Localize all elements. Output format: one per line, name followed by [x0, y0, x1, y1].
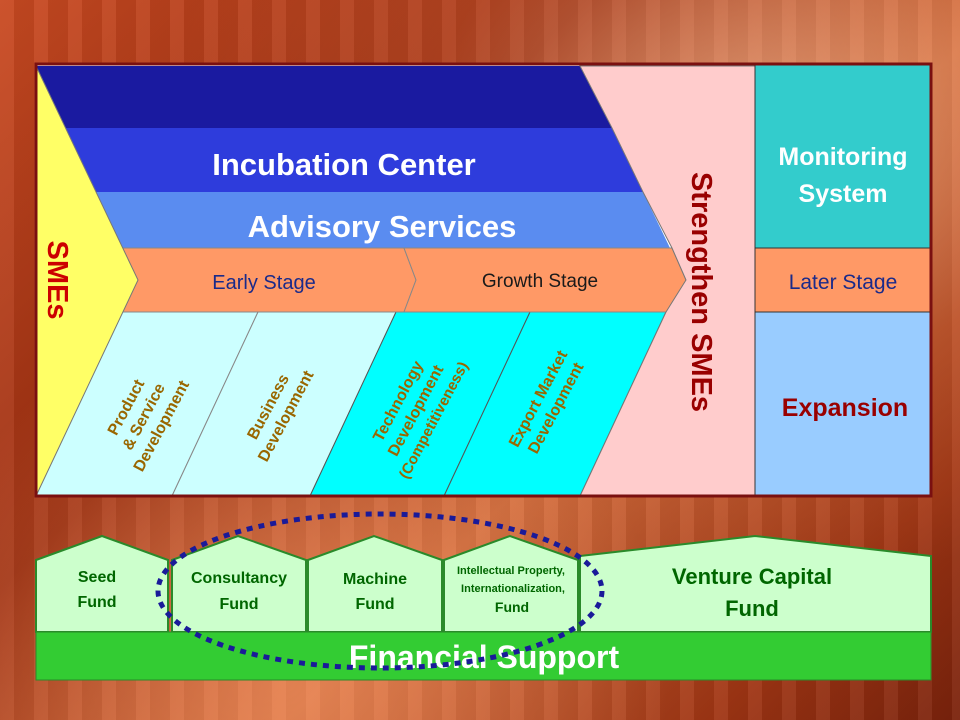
machine-fund-house — [307, 534, 443, 633]
strengthen-smes-label: Strengthen SMEs — [685, 172, 717, 412]
expansion-label: Expansion — [782, 394, 908, 422]
incubation-center-band — [36, 128, 643, 192]
ip-fund-line2: Internationalization, — [461, 583, 565, 595]
advisory-services-label: Advisory Services — [248, 209, 517, 244]
machine-fund-line2: Fund — [355, 596, 394, 613]
machine-fund-line1: Machine — [343, 571, 407, 588]
financial-support-label: Financial Support — [349, 639, 620, 675]
top-dark-band — [36, 66, 612, 128]
monitoring-label-line1: Monitoring — [778, 143, 907, 171]
financial-support-bar — [35, 631, 932, 681]
later-stage-label: Later Stage — [789, 271, 898, 294]
ip-fund-line3: Fund — [495, 599, 529, 615]
growth-stage-label: Growth Stage — [482, 271, 598, 292]
smes-label: SMEs — [41, 241, 73, 320]
venture-capital-line2: Fund — [725, 596, 779, 621]
seed-fund-line2: Fund — [77, 594, 116, 611]
later-stage-box — [754, 247, 932, 313]
advisory-services-band — [36, 192, 670, 248]
ip-fund-line1: Intellectual Property, — [457, 565, 565, 577]
incubation-center-label: Incubation Center — [212, 147, 476, 182]
early-stage-label: Early Stage — [212, 272, 315, 294]
ip-fund-house — [443, 534, 579, 633]
monitoring-label-line2: System — [799, 180, 888, 208]
consultancy-fund-house — [171, 534, 307, 633]
consultancy-fund-line2: Fund — [219, 596, 258, 613]
consultancy-fund-line1: Consultancy — [191, 570, 287, 587]
venture-capital-line1: Venture Capital — [672, 564, 832, 589]
venture-capital-fund-house — [579, 534, 932, 633]
seed-fund-house — [35, 534, 169, 633]
diagram-border — [34, 62, 933, 498]
highlight-ellipse — [155, 511, 605, 671]
seed-fund-line1: Seed — [78, 569, 116, 586]
